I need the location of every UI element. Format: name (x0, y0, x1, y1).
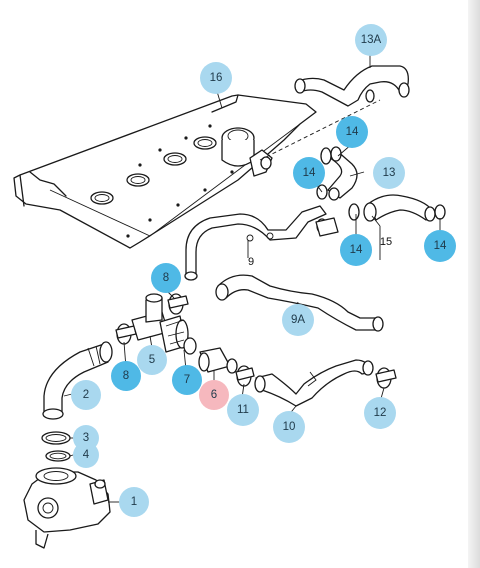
t-piece-5 (131, 293, 169, 341)
svg-text:14: 14 (350, 244, 363, 256)
svg-text:9A: 9A (291, 314, 305, 326)
svg-text:16: 16 (210, 72, 223, 84)
hose-13 (316, 146, 358, 201)
svg-text:8: 8 (123, 370, 129, 382)
svg-text:10: 10 (283, 421, 296, 433)
callout-10[interactable]: 10 (273, 411, 305, 443)
callout-14-mid[interactable]: 14 (340, 234, 372, 266)
hose-15 (348, 194, 446, 222)
svg-text:8: 8 (163, 272, 169, 284)
o-ring-4 (45, 450, 71, 462)
callout-8-lower[interactable]: 8 (111, 361, 141, 391)
svg-text:13A: 13A (361, 34, 382, 46)
valve-7 (159, 315, 197, 355)
label-part-9: 9 (248, 256, 254, 268)
callout-6[interactable]: 6 (199, 380, 229, 410)
callout-14-left[interactable]: 14 (293, 157, 325, 189)
svg-text:14: 14 (303, 167, 316, 179)
callout-2[interactable]: 2 (71, 380, 101, 410)
callout-8-upper[interactable]: 8 (151, 263, 181, 293)
svg-text:11: 11 (237, 404, 249, 416)
callout-13[interactable]: 13 (373, 157, 405, 189)
callout-14-right[interactable]: 14 (424, 230, 456, 262)
svg-text:12: 12 (374, 407, 387, 419)
svg-text:7: 7 (184, 374, 190, 386)
clamp-8-upper (167, 293, 189, 315)
callout-12[interactable]: 12 (364, 397, 396, 429)
elbow-2 (42, 341, 113, 420)
clamp-8-lower (115, 323, 137, 345)
svg-text:4: 4 (83, 449, 90, 461)
check-valve-6 (198, 347, 238, 374)
callout-13a[interactable]: 13A (355, 24, 387, 56)
o-ring-3 (41, 431, 71, 445)
callout-11[interactable]: 11 (227, 394, 259, 426)
callout-5[interactable]: 5 (137, 345, 167, 375)
svg-text:14: 14 (346, 126, 359, 138)
svg-text:5: 5 (149, 354, 155, 366)
callout-4[interactable]: 4 (73, 442, 99, 468)
callout-1[interactable]: 1 (119, 487, 149, 517)
clamp-12 (375, 367, 397, 389)
hose-10 (254, 359, 374, 407)
label-part-15: 15 (380, 236, 392, 248)
svg-text:6: 6 (211, 389, 217, 401)
svg-text:3: 3 (83, 432, 89, 444)
svg-text:1: 1 (131, 496, 137, 508)
svg-text:13: 13 (383, 167, 396, 179)
clamp-11 (235, 365, 255, 387)
callout-9a[interactable]: 9A (282, 304, 314, 336)
callout-7[interactable]: 7 (172, 365, 202, 395)
pump-housing-1 (23, 467, 111, 549)
svg-text:14: 14 (434, 240, 447, 252)
callout-16[interactable]: 16 (200, 62, 232, 94)
hose-9 (184, 205, 339, 281)
svg-text:2: 2 (83, 389, 89, 401)
valve-cover (13, 94, 317, 249)
callout-14-top[interactable]: 14 (336, 116, 368, 148)
hose-13a (294, 65, 410, 107)
page-edge-shadow (468, 0, 480, 568)
hose-9a (215, 274, 384, 332)
